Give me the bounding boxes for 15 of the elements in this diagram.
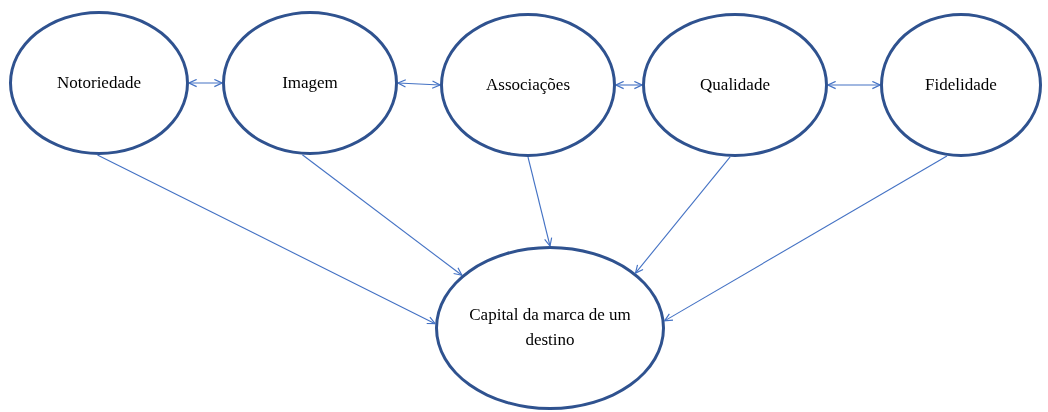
node-label: Qualidade — [700, 73, 770, 96]
arrow — [615, 80, 643, 90]
node-label: Notoriedade — [57, 71, 141, 94]
arrow — [664, 155, 948, 322]
node-label: Capital da marca de um destino — [468, 304, 632, 351]
arrow — [301, 154, 463, 276]
arrow — [634, 156, 731, 274]
node-label: Fidelidade — [925, 73, 997, 96]
node-label: Associações — [486, 73, 570, 96]
arrow — [827, 80, 881, 90]
arrow — [96, 154, 436, 325]
node-label: Imagem — [282, 71, 338, 94]
arrow — [527, 156, 553, 247]
arrow — [188, 78, 223, 88]
arrow — [397, 79, 441, 89]
